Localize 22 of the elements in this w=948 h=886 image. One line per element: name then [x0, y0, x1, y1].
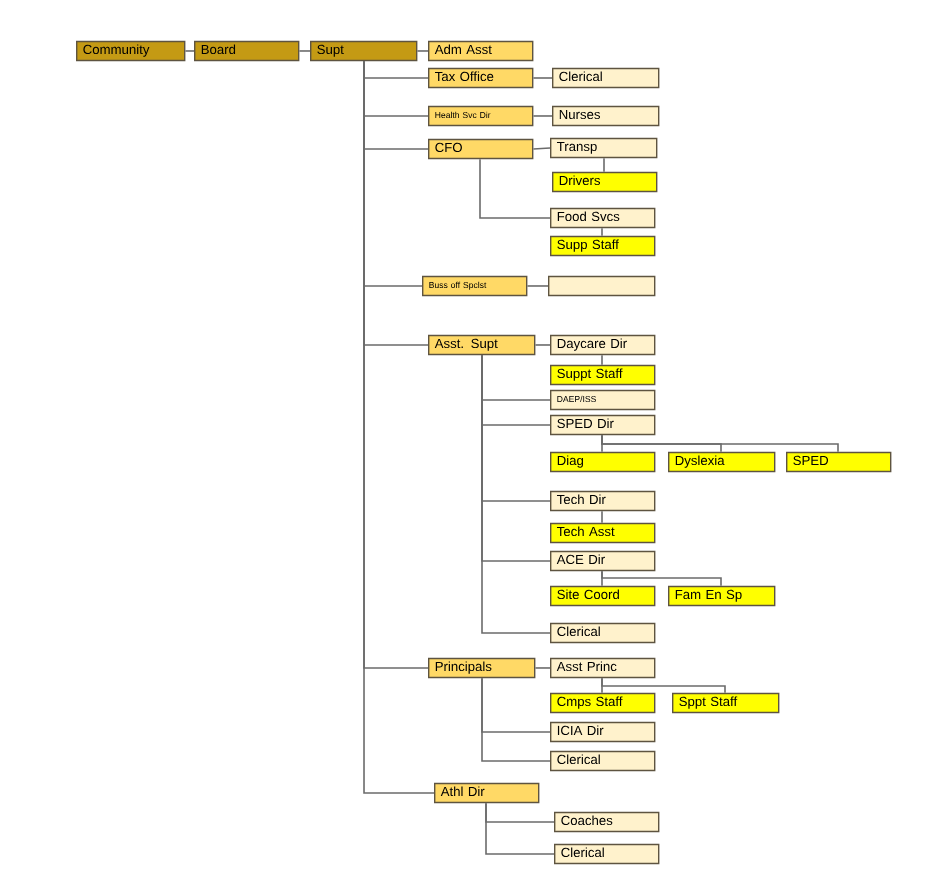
connector-line	[526, 285, 549, 287]
connector-line	[485, 802, 555, 855]
empty-box	[548, 275, 656, 297]
connector-line	[481, 354, 551, 634]
connector-line	[534, 344, 551, 346]
connector-line	[601, 510, 603, 524]
connector-line	[481, 677, 551, 762]
connector-line	[601, 570, 722, 587]
connector-line	[601, 677, 726, 694]
connector-line	[601, 434, 839, 453]
connector-line	[534, 667, 551, 669]
connector-line	[479, 158, 551, 219]
connector-line	[532, 115, 553, 117]
connector-line	[532, 147, 551, 150]
connector-line	[601, 227, 603, 237]
connector-line	[298, 50, 311, 52]
connector-line	[601, 354, 603, 366]
connector-line	[603, 157, 605, 173]
connector-line	[184, 50, 195, 52]
connector-line	[532, 77, 553, 79]
connector-line	[363, 60, 435, 794]
connector-line	[416, 50, 429, 52]
